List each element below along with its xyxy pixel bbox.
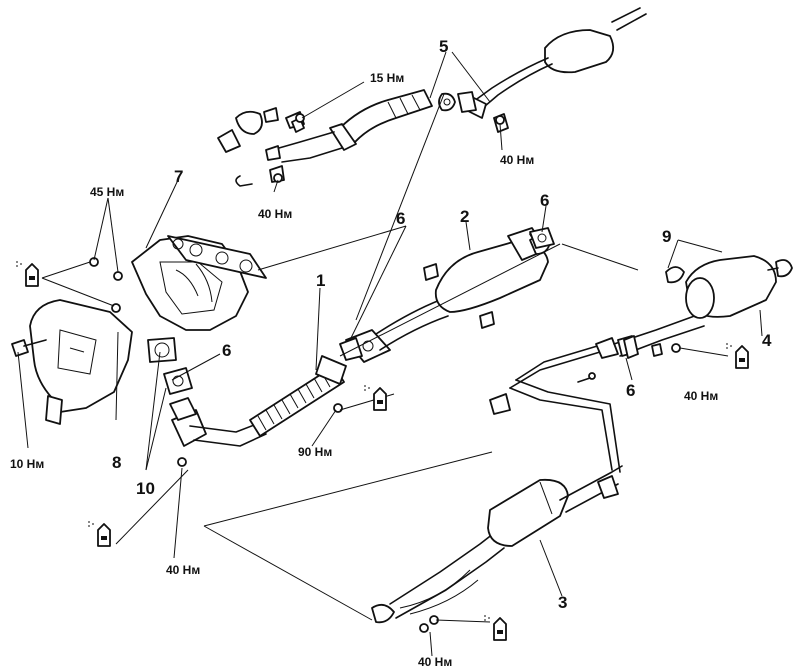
callout-1: 1 <box>316 271 325 290</box>
leader-lines <box>17 51 763 657</box>
callout-6-manifold: 6 <box>222 341 231 360</box>
torque-labels: 15 Нм 40 Нм 40 Нм 45 Нм 10 Нм 90 Нм 40 Н… <box>10 71 718 669</box>
sealant-icon <box>726 343 749 369</box>
sealant-symbols <box>16 261 749 641</box>
torque-40-bottom: 40 Нм <box>418 655 452 669</box>
torque-40-bottom-left: 40 Нм <box>166 563 200 577</box>
torque-45: 45 Нм <box>90 185 124 199</box>
sealant-icon <box>16 261 39 287</box>
callout-6-converter: 6 <box>540 191 549 210</box>
torque-10: 10 Нм <box>10 457 44 471</box>
upper-assembly <box>217 7 647 187</box>
center-pipe-3 <box>371 337 623 624</box>
callout-10: 10 <box>136 479 155 498</box>
callout-3: 3 <box>558 593 567 612</box>
callout-4: 4 <box>762 331 772 350</box>
assembly-frame-lines <box>203 243 639 621</box>
callout-5: 5 <box>439 37 448 56</box>
callout-8: 8 <box>112 453 121 472</box>
fasteners <box>11 113 681 633</box>
callout-2: 2 <box>460 207 469 226</box>
callout-7: 7 <box>174 167 183 186</box>
callout-6-upper: 6 <box>396 209 405 228</box>
callout-9: 9 <box>662 227 671 246</box>
callout-6-muffler: 6 <box>626 381 635 400</box>
sealant-icon <box>364 385 387 411</box>
callout-labels: 5 6 2 6 9 7 1 6 4 6 8 10 3 <box>112 37 772 612</box>
exhaust-manifold-7 <box>131 235 267 363</box>
heat-shield-8 <box>29 299 133 425</box>
front-pipe-1 <box>169 355 347 447</box>
torque-40-top-right: 40 Нм <box>500 153 534 167</box>
sealant-icon <box>484 615 507 641</box>
torque-40-top-left: 40 Нм <box>258 207 292 221</box>
torque-90: 90 Нм <box>298 445 332 459</box>
torque-40-right: 40 Нм <box>684 389 718 403</box>
sealant-icon <box>88 521 111 547</box>
main-muffler-4 <box>613 255 793 357</box>
torque-15-top: 15 Нм <box>370 71 404 85</box>
catalytic-converter-2 <box>345 227 553 363</box>
